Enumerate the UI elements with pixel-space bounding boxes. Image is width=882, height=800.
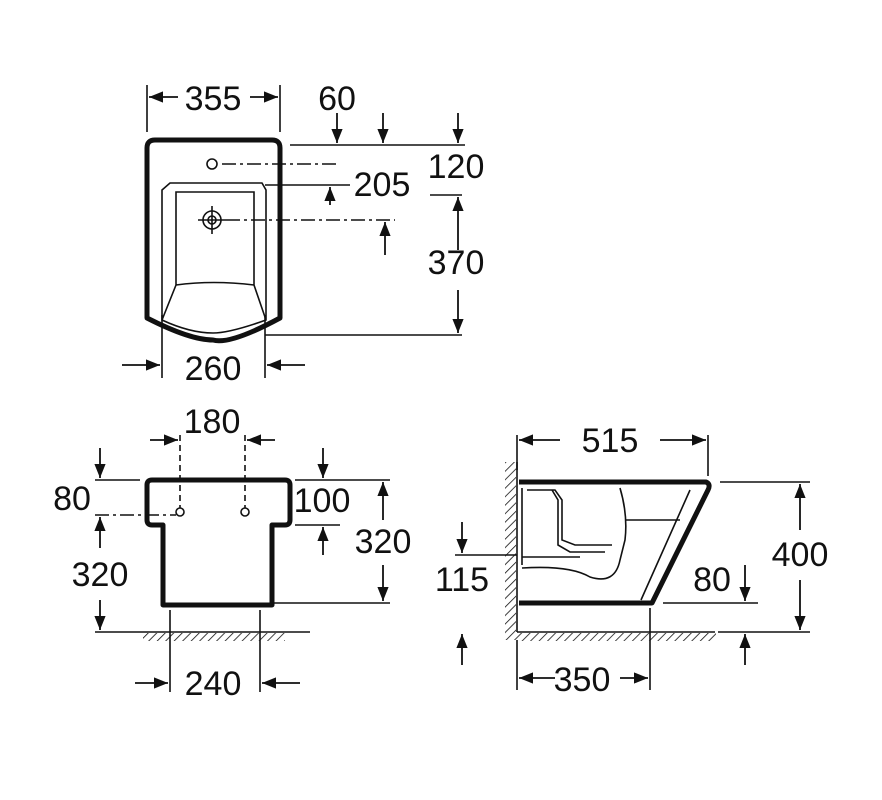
dim-60: 60 (318, 80, 356, 118)
bidet-outline-side (519, 479, 712, 606)
floor-hatching (516, 633, 716, 641)
side-view: 515 400 80 115 350 (435, 422, 828, 699)
dim-370: 370 (428, 244, 485, 282)
dim-80-side: 80 (693, 561, 731, 599)
dim-355: 355 (185, 80, 242, 118)
dim-240: 240 (185, 665, 242, 703)
fixing-hole (240, 507, 250, 517)
front-view: 180 80 320 100 320 240 (53, 403, 411, 703)
dim-260: 260 (185, 350, 242, 388)
dim-120: 120 (428, 148, 485, 186)
dim-515: 515 (582, 422, 639, 460)
dim-350: 350 (554, 661, 611, 699)
wall-hatching (505, 462, 516, 640)
basin-outline (161, 182, 267, 334)
dim-180: 180 (184, 403, 241, 441)
top-view: 355 60 205 120 370 260 (144, 80, 485, 388)
fixing-hole (175, 507, 185, 517)
floor-hatching (143, 633, 285, 641)
dim-400: 400 (772, 536, 829, 574)
dim-115: 115 (435, 561, 489, 599)
bidet-inner-profile (521, 487, 691, 601)
dim-320-right: 320 (355, 523, 412, 561)
dimension-arrows (94, 91, 806, 689)
bidet-outline-front (144, 477, 293, 608)
bidet-outline-top (144, 137, 283, 344)
dim-100: 100 (294, 482, 351, 520)
dim-80: 80 (53, 480, 91, 518)
dim-205: 205 (354, 166, 411, 204)
tap-hole (206, 158, 218, 170)
dim-320-left: 320 (72, 556, 129, 594)
